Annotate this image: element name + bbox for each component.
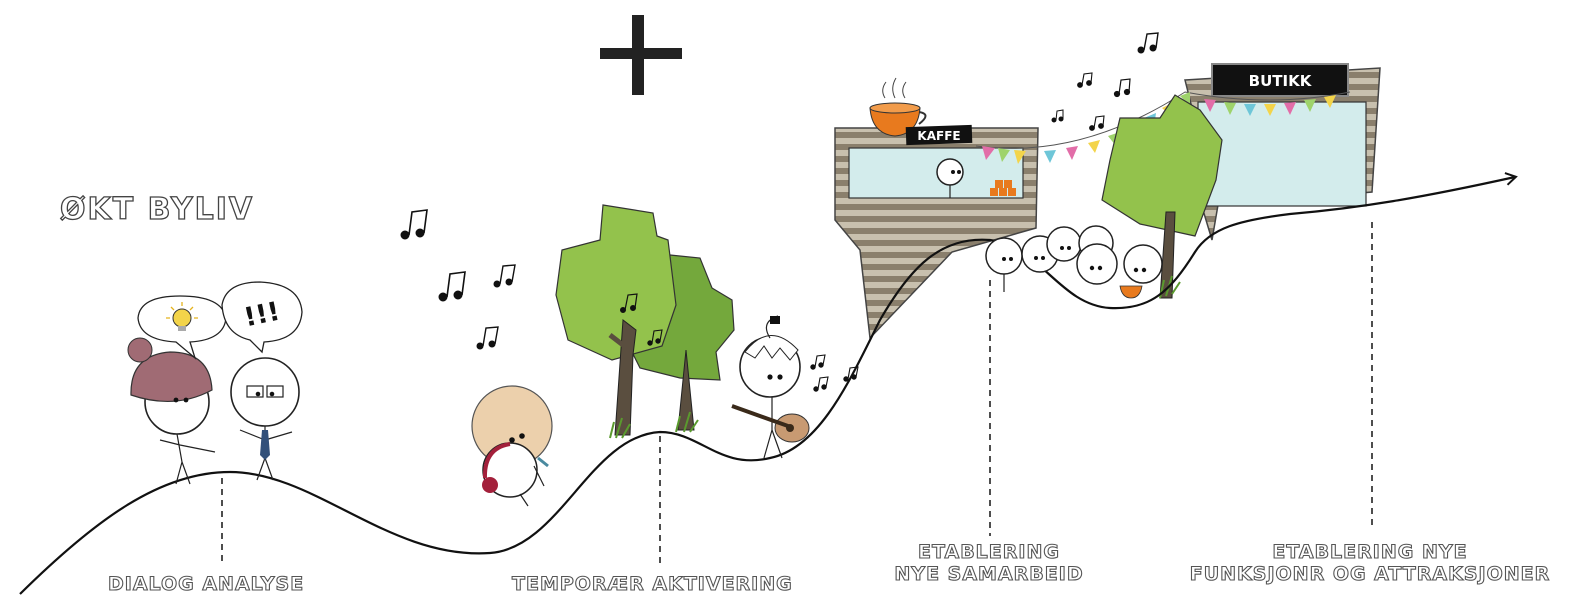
music-note-icon xyxy=(813,376,829,392)
exclamation-text: !!! xyxy=(241,297,282,334)
diagram-title: ØKT BYLIV xyxy=(59,192,255,227)
stage-label-line: ETABLERING xyxy=(917,541,1060,564)
coffee-crates-icon xyxy=(990,180,1016,196)
music-note-icon xyxy=(1137,32,1159,54)
music-note-icon xyxy=(1077,72,1093,88)
music-notes xyxy=(400,32,1159,392)
stage-label-etablering-funksjoner: ETABLERING NYE FUNKSJONR OG ATTRAKSJONER xyxy=(1174,541,1566,586)
vendor-figure xyxy=(936,158,964,198)
guitar-icon xyxy=(731,404,810,443)
exclamation-bubble: !!! xyxy=(221,281,303,354)
growth-curve xyxy=(19,172,1518,595)
butikk-sign-label: BUTIKK xyxy=(1249,72,1313,90)
music-note-icon xyxy=(1051,109,1064,123)
crowd-person xyxy=(1076,243,1118,285)
stage-label-line: FUNKSJONR OG ATTRAKSJONER xyxy=(1189,562,1551,585)
crowd-person xyxy=(1123,244,1163,284)
stage-label-temporaer-aktivering: TEMPORÆR AKTIVERING xyxy=(511,573,793,596)
music-note-icon xyxy=(476,326,499,350)
figure-beanie xyxy=(127,337,216,485)
crowd-person xyxy=(1046,226,1082,262)
plus-icon xyxy=(600,15,682,95)
butikk-sign: BUTIKK xyxy=(1211,63,1349,97)
stage-label-line: NYE SAMARBEID xyxy=(894,562,1084,585)
stage-label-etablering-samarbeid: ETABLERING NYE SAMARBEID xyxy=(894,541,1084,586)
lightbulb-icon xyxy=(166,302,198,331)
crowd-figures xyxy=(985,225,1163,299)
stage-label-line: ETABLERING NYE xyxy=(1272,541,1468,564)
kaffe-building: KAFFE xyxy=(834,77,1039,340)
music-note-icon xyxy=(1089,115,1105,131)
tree-front xyxy=(555,204,677,436)
music-note-icon xyxy=(1113,78,1131,98)
music-note-icon xyxy=(647,329,663,346)
music-note-icon xyxy=(843,366,859,382)
kaffe-sign-label: KAFFE xyxy=(917,129,960,143)
figure-headphones xyxy=(471,385,553,507)
stage-label-dialog-analyse: DIALOG ANALYSE xyxy=(107,573,305,596)
necktie-icon xyxy=(260,430,270,460)
music-note-icon xyxy=(810,354,826,370)
kaffe-sign: KAFFE xyxy=(905,124,973,146)
music-note-icon xyxy=(438,271,466,302)
music-note-icon xyxy=(493,264,516,288)
figure-guitarist xyxy=(731,315,810,459)
crowd-person xyxy=(985,237,1023,292)
butikk-building: BUTIKK xyxy=(1184,63,1381,241)
stage-markers xyxy=(221,222,1373,566)
small-coffee-cup-icon xyxy=(1119,285,1143,299)
stage-label-line: DIALOG ANALYSE xyxy=(107,573,305,596)
figure-glasses xyxy=(230,357,300,481)
stage-label-line: TEMPORÆR AKTIVERING xyxy=(511,573,793,596)
music-note-icon xyxy=(620,293,638,313)
music-note-icon xyxy=(400,209,428,240)
